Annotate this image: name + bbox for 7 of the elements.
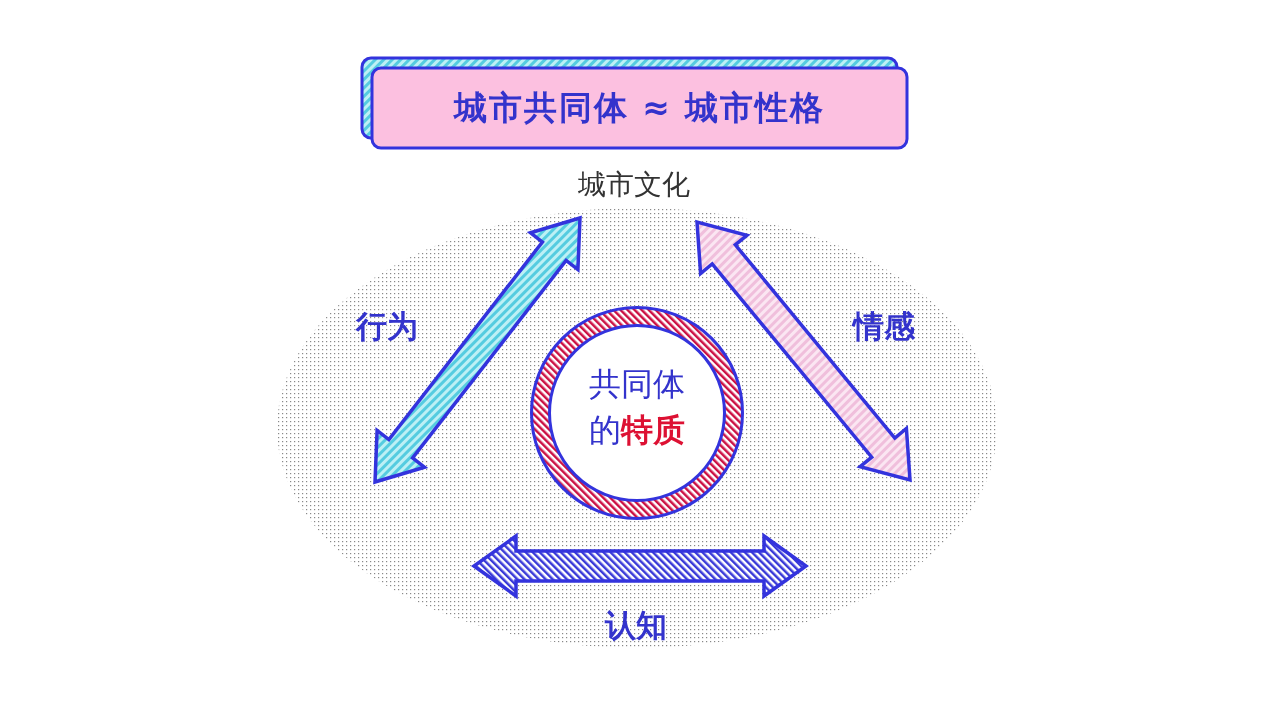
- heading-label: 城市文化: [578, 167, 690, 203]
- arrow-label: 行为: [356, 307, 418, 346]
- title: 城市共同体 ≈ 城市性格: [453, 86, 826, 129]
- arrow-label: 认知: [605, 606, 667, 645]
- ring-circle: [530, 306, 744, 520]
- arrow-label: 情感: [853, 307, 915, 346]
- ring-text: 共同体的特质: [588, 364, 686, 451]
